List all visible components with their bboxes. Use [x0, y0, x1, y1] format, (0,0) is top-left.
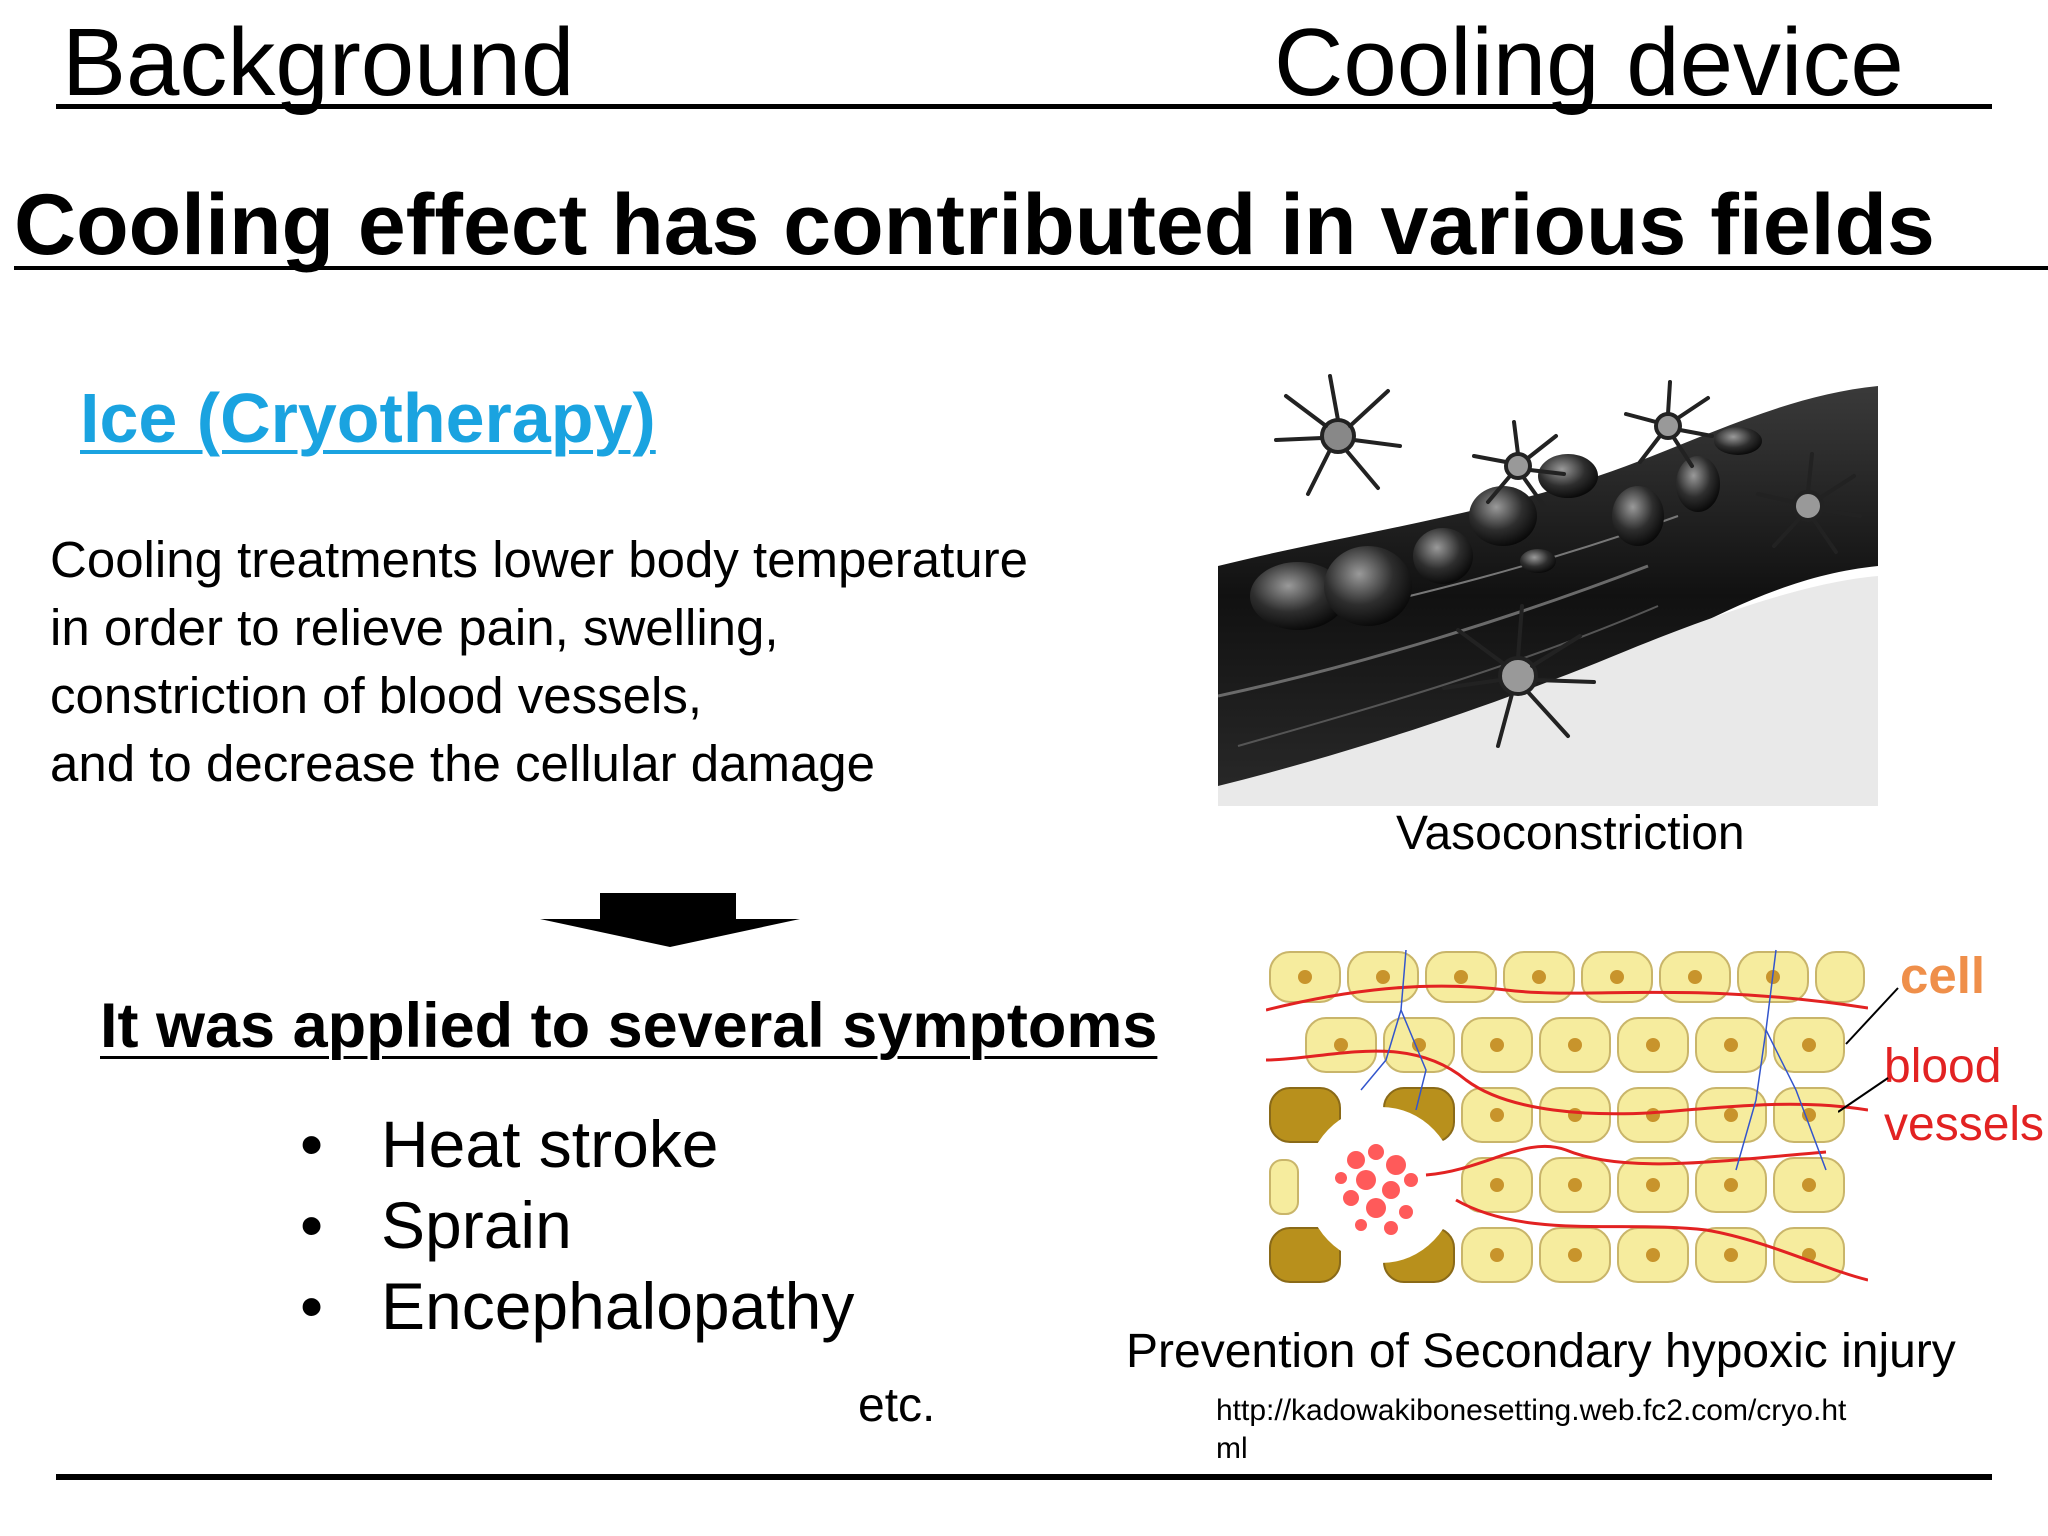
- symptom-label: Sprain: [381, 1188, 572, 1262]
- bullet-icon: •: [300, 1269, 324, 1343]
- description-line: Cooling treatments lower body temperatur…: [50, 531, 1028, 588]
- down-arrow-icon: [540, 893, 800, 947]
- cooling-description: Cooling treatments lower body temperatur…: [50, 526, 1028, 798]
- header-rule: [56, 104, 1992, 109]
- cell-label: cell: [1900, 947, 1986, 1004]
- main-title-underline: [14, 266, 2048, 270]
- description-line: constriction of blood vessels,: [50, 667, 702, 724]
- symptom-list: • Heat stroke • Sprain • Encephalopathy: [300, 1104, 854, 1347]
- header-left-title: Background: [62, 9, 575, 116]
- cell-tissue-image: [1266, 940, 1868, 1300]
- blood-vessels-label: blood vessels: [1884, 1038, 2044, 1154]
- footer-rule: [56, 1474, 1992, 1480]
- ice-cryotherapy-title: Ice (Cryotherapy): [80, 379, 656, 457]
- list-item: • Sprain: [300, 1185, 854, 1266]
- bullet-icon: •: [300, 1188, 324, 1262]
- vasoconstriction-image: [1218, 366, 1878, 806]
- blood-label-line: blood: [1884, 1040, 2002, 1093]
- url-line: http://kadowakibonesetting.web.fc2.com/c…: [1216, 1394, 1847, 1427]
- bullet-icon: •: [300, 1107, 324, 1181]
- etc-label: etc.: [858, 1379, 936, 1432]
- blood-label-line: vessels: [1884, 1098, 2045, 1151]
- prevention-caption: Prevention of Secondary hypoxic injury: [1126, 1325, 1956, 1378]
- header-right-title: Cooling device: [1274, 9, 1904, 116]
- url-line: ml: [1216, 1432, 1248, 1465]
- list-item: • Encephalopathy: [300, 1266, 854, 1347]
- applied-heading: It was applied to several symptoms: [100, 991, 1158, 1061]
- description-line: and to decrease the cellular damage: [50, 735, 876, 792]
- description-line: in order to relieve pain, swelling,: [50, 599, 779, 656]
- label-pointer-lines: [1838, 987, 1899, 1113]
- main-title: Cooling effect has contributed in variou…: [14, 177, 1935, 273]
- list-item: • Heat stroke: [300, 1104, 854, 1185]
- source-url[interactable]: http://kadowakibonesetting.web.fc2.com/c…: [1216, 1392, 1956, 1468]
- symptom-label: Encephalopathy: [381, 1269, 855, 1343]
- vasoconstriction-caption: Vasoconstriction: [1396, 807, 1745, 860]
- symptom-label: Heat stroke: [381, 1107, 719, 1181]
